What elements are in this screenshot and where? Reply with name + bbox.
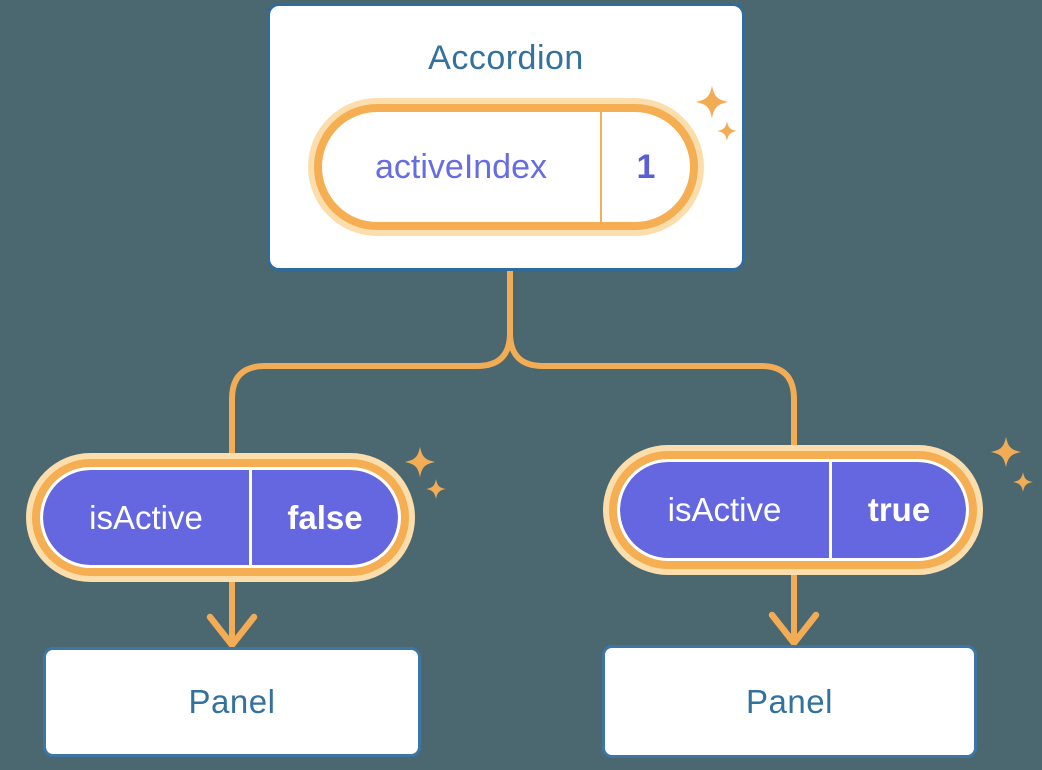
panel-component-card-right: Panel	[602, 645, 977, 758]
sparkle-icon	[695, 85, 729, 119]
sparkle-icon	[990, 436, 1022, 468]
state-pill-label: activeIndex	[375, 147, 547, 186]
prop-pill-value: true	[832, 462, 966, 558]
sparkle-icon	[717, 121, 737, 141]
prop-pill-body: isActive true	[620, 462, 966, 558]
sparkle-icon	[1013, 472, 1033, 492]
panel-title: Panel	[188, 683, 276, 720]
panel-component-card-left: Panel	[43, 647, 421, 757]
panel-title: Panel	[746, 682, 833, 720]
prop-pill-body: isActive false	[43, 470, 398, 565]
prop-pill-isactive-false: isActive false	[32, 459, 409, 576]
prop-pill-label: isActive	[620, 462, 829, 558]
prop-pill-value: false	[252, 470, 398, 565]
sparkle-icon	[426, 479, 446, 499]
connector-branch-right	[507, 269, 797, 638]
arrow-down-icon	[206, 613, 258, 649]
sparkle-icon	[404, 446, 436, 478]
prop-pill-isactive-true: isActive true	[609, 451, 977, 569]
state-pill-activeindex: activeIndex 1	[314, 104, 698, 230]
prop-pill-label: isActive	[43, 470, 249, 565]
arrow-down-icon	[768, 611, 820, 647]
pill-divider	[600, 112, 602, 222]
accordion-title: Accordion	[428, 39, 584, 77]
state-pill-value: 1	[636, 147, 656, 186]
connector-branch-left	[229, 269, 513, 640]
